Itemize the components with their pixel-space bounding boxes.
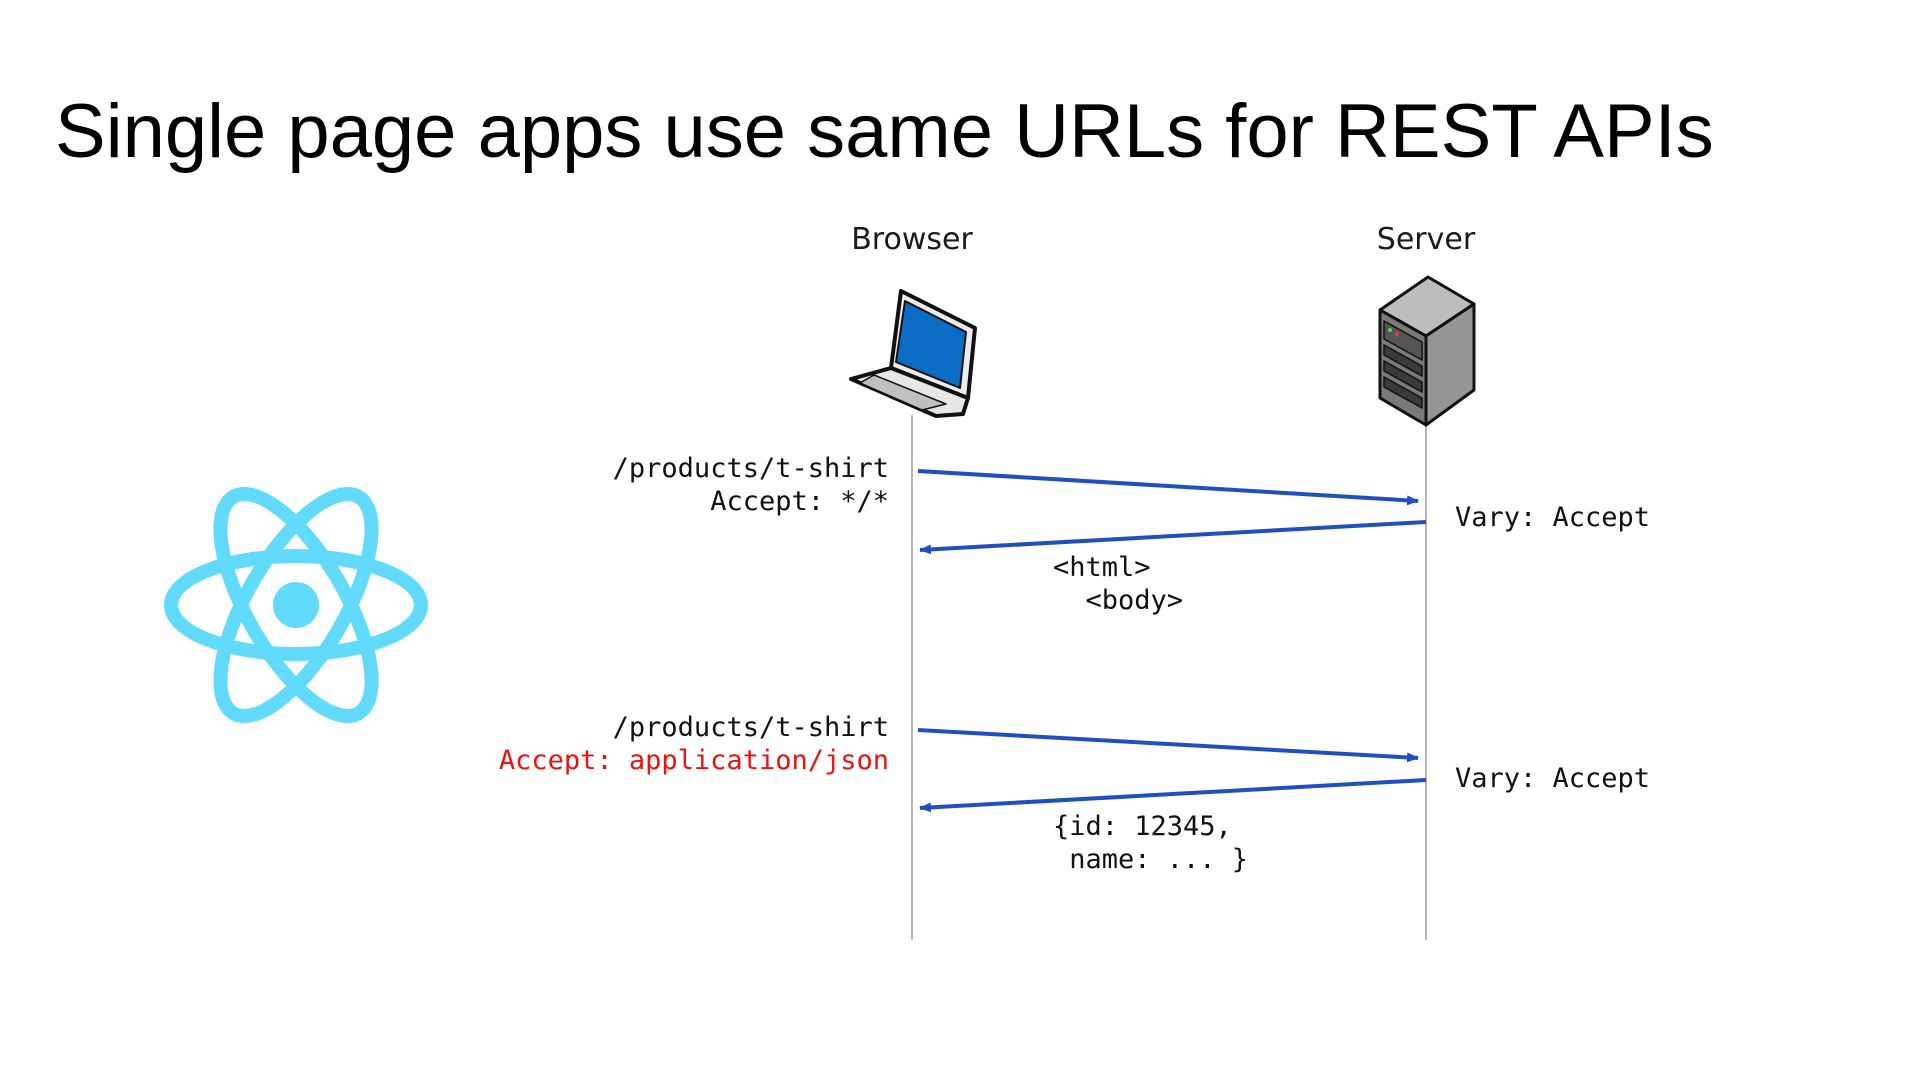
- response-body-2-line1: {id: 12345,: [1053, 811, 1232, 842]
- request-arrow-1: [917, 469, 1419, 506]
- request-accept-1: Accept: */*: [710, 486, 889, 517]
- request-arrow-2: [917, 728, 1419, 763]
- response-arrow-1: [919, 520, 1427, 555]
- response-body-2-line2: name: ... }: [1053, 844, 1249, 875]
- laptop-icon: [849, 289, 977, 418]
- response-arrow-2: [919, 778, 1427, 813]
- server-tower-icon: [1378, 275, 1476, 427]
- response-body-1-line1: <html>: [1053, 552, 1151, 583]
- response-vary-2: Vary: Accept: [1455, 763, 1651, 794]
- react-logo-icon: [164, 487, 428, 723]
- browser-label: Browser: [851, 222, 973, 257]
- server-label: Server: [1376, 222, 1476, 257]
- request-accept-2: Accept: application/json: [498, 745, 889, 776]
- response-vary-1: Vary: Accept: [1455, 502, 1651, 533]
- request-path-2: /products/t-shirt: [612, 712, 889, 743]
- slide-title: Single page apps use same URLs for REST …: [55, 89, 1714, 174]
- request-path-1: /products/t-shirt: [612, 453, 889, 484]
- response-body-1-line2: <body>: [1053, 585, 1184, 616]
